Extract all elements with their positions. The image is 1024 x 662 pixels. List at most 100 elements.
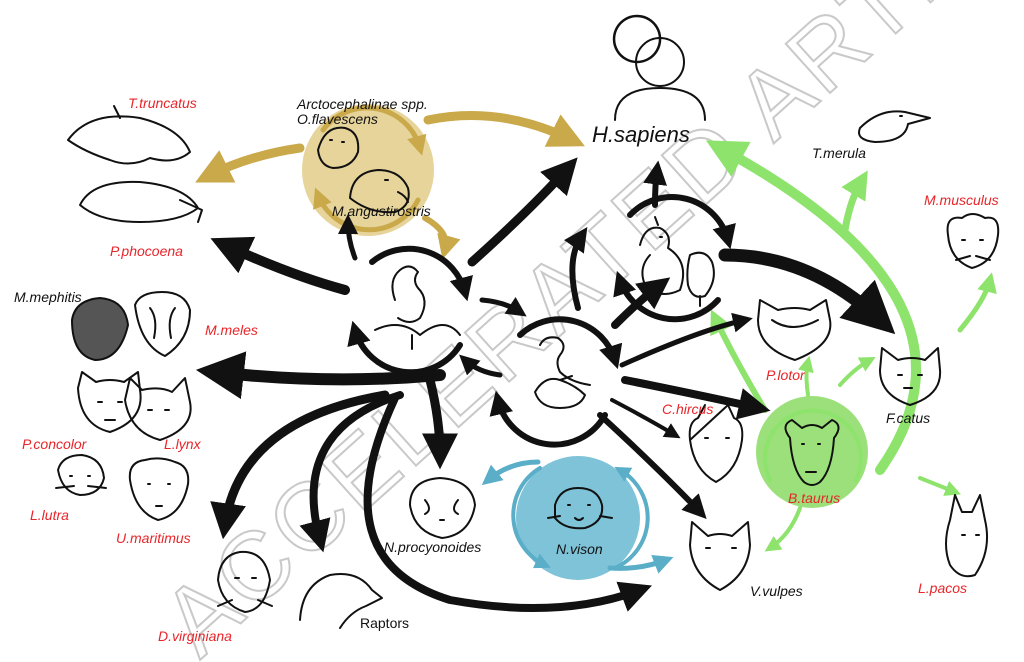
polar-bear-icon (128, 457, 190, 521)
label-n-procyonoides: N.procyonoides (384, 539, 481, 555)
label-l-lutra: L.lutra (30, 507, 69, 523)
gull-icon (374, 324, 461, 350)
seabird-to-human-arrow (467, 157, 578, 267)
seabird-to-fox-arrow (363, 394, 652, 612)
cattle-arrows (705, 140, 997, 552)
cattle-to-human-arrow (705, 140, 921, 475)
seal-to-human-arrow (423, 111, 585, 147)
cattle-to-cat-arrow (838, 356, 876, 387)
opossum-icon (217, 550, 273, 613)
seabird-to-raccoondog-arrow (421, 375, 458, 470)
poultry-hub-cycle-top (627, 194, 736, 250)
labels: H.sapiens Arctocephalinae spp. O.flavesc… (14, 95, 999, 644)
cattle-to-alpaca-arrow (918, 476, 961, 496)
mink-icon (547, 487, 613, 530)
poultry-to-cat-arrow (718, 248, 896, 335)
cattle-hub-animals (784, 419, 840, 486)
raccoon-dog-icon (409, 477, 476, 539)
chicken-icon (639, 216, 684, 295)
label-t-merula: T.merula (812, 145, 866, 161)
dolphin-icon (67, 105, 191, 165)
cattle-to-fox-arrow (764, 506, 802, 552)
duck-hub-cycle-bottom (489, 390, 608, 448)
label-v-vulpes: V.vulpes (750, 583, 803, 599)
mink-hub-cycle-left (511, 466, 551, 569)
human-body (614, 87, 706, 121)
skunk-icon (70, 296, 130, 362)
label-t-truncatus: T.truncatus (128, 95, 197, 111)
human-head (635, 37, 685, 87)
mink-to-raccoondog-arrow (481, 459, 541, 486)
cattle-hub-cycle (763, 408, 863, 482)
label-l-pacos: L.pacos (918, 580, 967, 596)
label-u-maritimus: U.maritimus (116, 530, 191, 546)
duck-to-poultry-arrow (611, 277, 671, 329)
label-f-catus: F.catus (886, 410, 930, 426)
raccoon-icon (757, 299, 832, 361)
cattle-to-blackbird-arrow (841, 170, 868, 234)
label-p-lotor: P.lotor (766, 367, 806, 383)
cattle-to-raccoon-arrow (798, 355, 814, 397)
label-c-hircus: C.hircus (662, 401, 713, 417)
puma-icon (77, 371, 142, 433)
human-figure (614, 37, 706, 121)
label-seals-line1: Arctocephalinae spp. (296, 96, 428, 112)
duck-hub-cycle-top (517, 316, 623, 370)
porpoise-icon (79, 180, 203, 223)
seabird-to-raptors-arrow (299, 391, 404, 553)
lynx-icon (124, 377, 192, 441)
seabird-to-dolphins-arrow (210, 236, 350, 295)
cow-icon (784, 419, 840, 486)
seabird-to-duck-arrow (479, 297, 527, 317)
fox-icon (689, 521, 751, 591)
badger-icon (134, 291, 191, 357)
cattle-to-mouse-arrow (957, 272, 997, 333)
label-p-concolor: P.concolor (22, 436, 88, 452)
sea-lion-icon (317, 126, 360, 169)
duck-to-cattle-arrow (621, 376, 771, 420)
eagle-icon (299, 573, 383, 629)
mouse-icon (946, 213, 1000, 269)
seabird-to-opossum-arrow (210, 390, 390, 540)
duck-to-seabird-arrow (459, 354, 503, 378)
duck-icon (534, 375, 586, 409)
poultry-hub-animals (639, 216, 715, 307)
label-m-mephitis: M.mephitis (14, 289, 82, 305)
bird-arrows (195, 14, 896, 612)
label-n-vison: N.vison (556, 541, 603, 557)
label-d-virginiana: D.virginiana (158, 628, 232, 644)
label-h-sapiens: H.sapiens (592, 122, 690, 147)
duck-to-fox-arrow (597, 412, 707, 519)
label-b-taurus: B.taurus (788, 490, 840, 506)
blackbird-icon (858, 110, 931, 143)
elephant-seal-icon (349, 169, 410, 214)
label-m-musculus: M.musculus (924, 192, 999, 208)
seal-hub-cycle-top (320, 105, 427, 156)
seabird-hub-cycle-bottom (347, 320, 463, 376)
seabird-hub-animals (374, 265, 461, 350)
duck-to-raccoon-arrow (619, 312, 753, 368)
label-seals-line2: O.flavescens (297, 111, 378, 127)
label-l-lynx: L.lynx (164, 436, 202, 452)
seal-arrows (195, 105, 585, 260)
seal-to-seabird-arrow (422, 215, 461, 260)
seabird-to-seal-arrow (338, 214, 359, 261)
alpaca-icon (945, 494, 988, 578)
label-p-phocoena: P.phocoena (110, 243, 183, 259)
poultry-hub-cycle-bottom (613, 270, 721, 323)
label-raptors: Raptors (360, 615, 409, 631)
mink-hub-cycle-right (613, 466, 650, 570)
cattle-hub-circle (756, 396, 868, 508)
seabird-hub-cycle-top (369, 245, 473, 302)
seal-hub-circle (302, 104, 434, 236)
human-head-outline (612, 14, 662, 64)
mink-hub-animals (547, 487, 613, 530)
mink-hub-circle (516, 456, 640, 580)
duck-to-goat-arrow (610, 398, 681, 439)
seabird-to-carnivores-arrow (195, 351, 446, 400)
seal-hub-cycle-bottom (313, 187, 421, 233)
goat-icon (688, 404, 744, 483)
mink-arrows (481, 459, 674, 574)
label-seals-line3: M.angustirostris (332, 203, 431, 219)
